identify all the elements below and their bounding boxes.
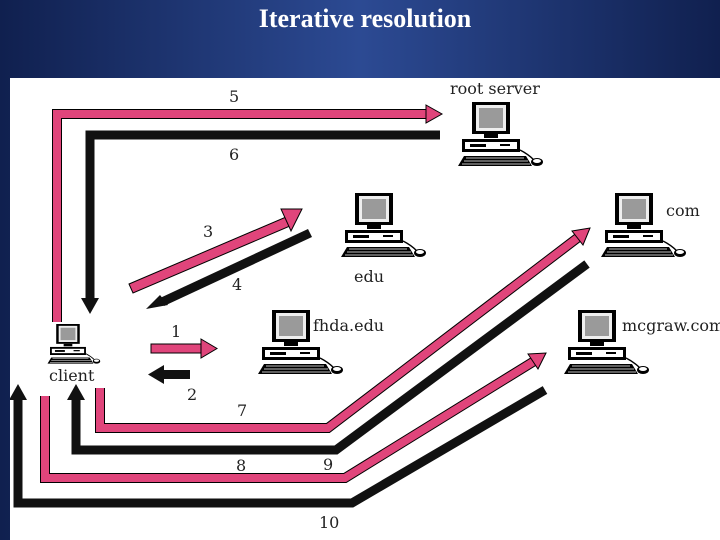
fhda-label: fhda.edu: [313, 316, 384, 335]
edu-label: edu: [354, 267, 384, 286]
step-5-label: 5: [229, 87, 239, 106]
arrow-step-8: [67, 260, 590, 455]
step-10-label: 10: [319, 513, 339, 532]
edu-server-computer-icon: [340, 192, 427, 258]
arrow-step-6: [81, 130, 440, 314]
step-3-label: 3: [203, 222, 213, 241]
step-2-label: 2: [187, 385, 197, 404]
step-8-label: 8: [236, 456, 246, 475]
step-9-label: 9: [323, 455, 333, 474]
arrow-step-10: [10, 384, 548, 508]
step-6-label: 6: [229, 145, 239, 164]
arrow-step-2: [148, 365, 190, 384]
root-server-computer-icon: [457, 101, 544, 167]
mcgraw-label: mcgraw.com: [622, 316, 720, 335]
diagram-panel: root server edu com fhda.edu mcgraw.com …: [10, 78, 720, 540]
client-label: client: [49, 366, 95, 385]
step-1-label: 1: [171, 322, 181, 341]
arrow-step-1: [150, 338, 218, 359]
root-server-label: root server: [450, 79, 540, 98]
dns-iterative-diagram: root server edu com fhda.edu mcgraw.com …: [10, 79, 720, 532]
arrow-step-9: [40, 352, 547, 483]
arrow-step-7: [95, 227, 591, 433]
arrow-step-5: [52, 104, 444, 322]
slide-title: Iterative resolution: [258, 4, 472, 33]
client-computer-icon: [47, 323, 101, 365]
step-7-label: 7: [237, 401, 247, 420]
arrow-step-4: [146, 229, 312, 309]
step-4-label: 4: [232, 275, 242, 294]
com-label: com: [666, 201, 700, 220]
arrow-step-3: [128, 208, 303, 294]
